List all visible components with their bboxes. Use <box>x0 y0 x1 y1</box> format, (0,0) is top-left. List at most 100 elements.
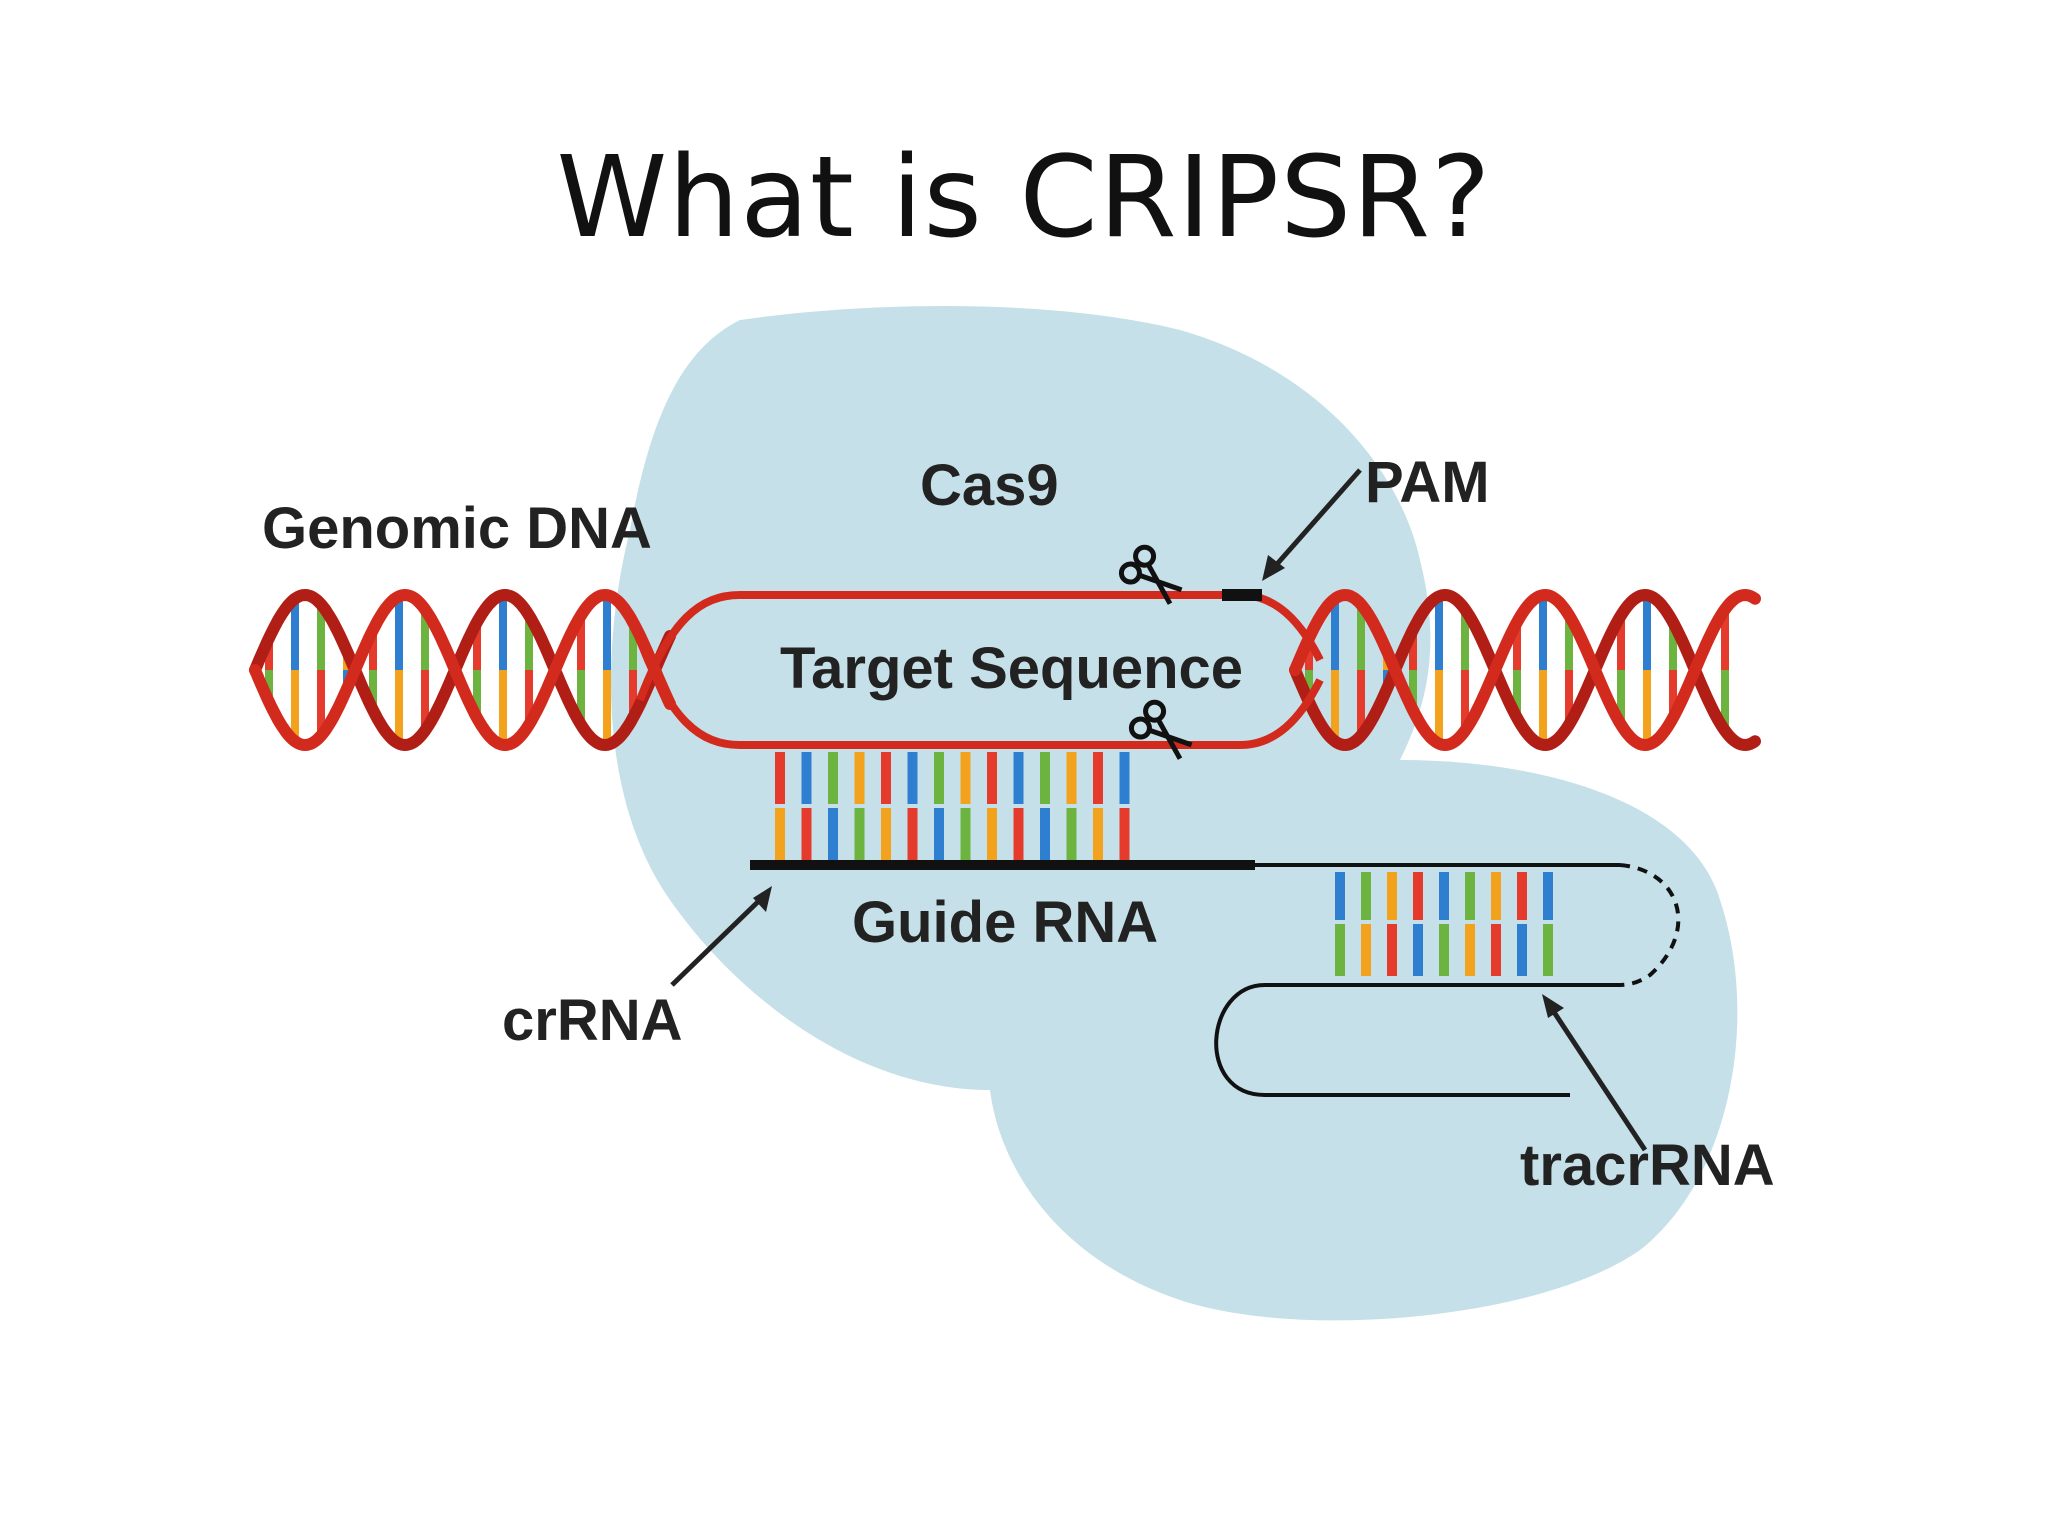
tracr-base <box>1439 872 1449 920</box>
dna-base <box>265 638 273 670</box>
dna-base <box>629 670 637 718</box>
dna-base <box>629 622 637 670</box>
rna-dna-base <box>854 752 865 804</box>
tracr-base <box>1413 924 1423 976</box>
dna-base <box>265 670 273 702</box>
rna-dna-base <box>881 808 891 860</box>
dna-base <box>577 670 585 725</box>
dna-base <box>525 615 533 670</box>
genomic-dna-left-helix <box>249 588 676 752</box>
rna-dna-base <box>801 808 812 860</box>
dna-base <box>1669 622 1677 670</box>
dna-base <box>1435 596 1443 670</box>
tracr-base <box>1387 924 1397 976</box>
rna-dna-base <box>801 752 812 804</box>
dna-base <box>525 670 533 725</box>
tracr-base <box>1361 924 1371 976</box>
dna-base <box>1409 629 1417 670</box>
target-sequence-label: Target Sequence <box>780 636 1243 701</box>
dna-base <box>317 670 325 736</box>
cas9-protein-shape <box>610 306 1738 1321</box>
tracr-base <box>1491 924 1501 976</box>
dna-base <box>1435 670 1443 744</box>
dna-base <box>1617 615 1625 670</box>
dna-base <box>291 598 299 670</box>
rna-dna-base <box>828 808 838 860</box>
dna-base <box>1305 670 1313 702</box>
pam-label: PAM <box>1365 450 1490 515</box>
dna-base <box>1305 638 1313 670</box>
rna-dna-base <box>960 752 971 804</box>
rna-dna-base <box>775 752 785 804</box>
dna-base <box>1357 604 1365 670</box>
tracr-base <box>1439 924 1449 976</box>
dna-base <box>1643 670 1651 745</box>
rna-dna-base <box>934 752 944 804</box>
rna-dna-base <box>987 752 997 804</box>
dna-base <box>291 670 299 742</box>
rna-dna-base <box>775 808 785 860</box>
dna-base <box>1357 670 1365 736</box>
rna-dna-base <box>907 808 918 860</box>
target-guide-base-pairs <box>775 752 1130 860</box>
dna-base <box>1617 670 1625 725</box>
rna-dna-base <box>1093 752 1103 804</box>
dna-strand <box>1289 588 1761 752</box>
rna-dna-base <box>1093 808 1103 860</box>
genomic-dna-right-helix <box>1289 588 1761 752</box>
rna-dna-base <box>1119 808 1130 860</box>
tracrrna-base-pairs <box>1335 872 1553 976</box>
dna-base <box>1539 670 1547 745</box>
tracr-base <box>1387 872 1397 920</box>
target-dna-bottom-strand <box>636 638 1324 749</box>
dna-base <box>1331 598 1339 670</box>
tracr-base <box>1335 924 1345 976</box>
crrna-label: crRNA <box>502 988 683 1053</box>
dna-base <box>1513 622 1521 670</box>
dna-base <box>1513 670 1521 718</box>
dna-strand <box>1289 588 1761 752</box>
dna-base <box>395 596 403 670</box>
scissors-icon <box>1118 544 1183 605</box>
guide-rna-label: Guide RNA <box>852 890 1158 955</box>
rna-dna-base <box>1119 752 1130 804</box>
rna-dna-base <box>1066 752 1077 804</box>
rna-dna-base <box>934 808 944 860</box>
rna-dna-base <box>881 752 891 804</box>
tracr-base <box>1517 872 1527 920</box>
dna-base <box>1669 670 1677 718</box>
tracr-base <box>1413 872 1423 920</box>
dna-base <box>473 622 481 670</box>
rna-dna-base <box>1066 808 1077 860</box>
dna-base <box>317 604 325 670</box>
dna-base <box>473 670 481 718</box>
slide-title: What is CRIPSR? <box>556 133 1492 263</box>
dna-base <box>1461 670 1469 731</box>
dna-strand <box>249 588 676 752</box>
rna-dna-base <box>1013 752 1024 804</box>
pam-marker <box>1222 589 1262 601</box>
tracr-base <box>1335 872 1345 920</box>
tracr-base <box>1543 924 1553 976</box>
rna-dna-base <box>1040 752 1050 804</box>
target-dna-bubble <box>636 589 1324 749</box>
dna-base <box>1409 670 1417 711</box>
scissors-icon <box>1128 699 1193 760</box>
genomic-dna-label: Genomic DNA <box>262 496 652 561</box>
dna-base <box>395 670 403 744</box>
tracr-base <box>1465 924 1475 976</box>
rna-dna-base <box>854 808 865 860</box>
dna-base <box>499 670 507 745</box>
rna-dna-base <box>828 752 838 804</box>
dna-base <box>1565 670 1573 725</box>
dna-base <box>499 595 507 670</box>
rna-dna-base <box>987 808 997 860</box>
tracrrna-strand <box>1214 983 1615 1097</box>
rna-dna-base <box>960 808 971 860</box>
dna-base <box>1643 595 1651 670</box>
target-dna-top-strand <box>636 591 1324 702</box>
tracr-base <box>1491 872 1501 920</box>
rna-dna-base <box>907 752 918 804</box>
